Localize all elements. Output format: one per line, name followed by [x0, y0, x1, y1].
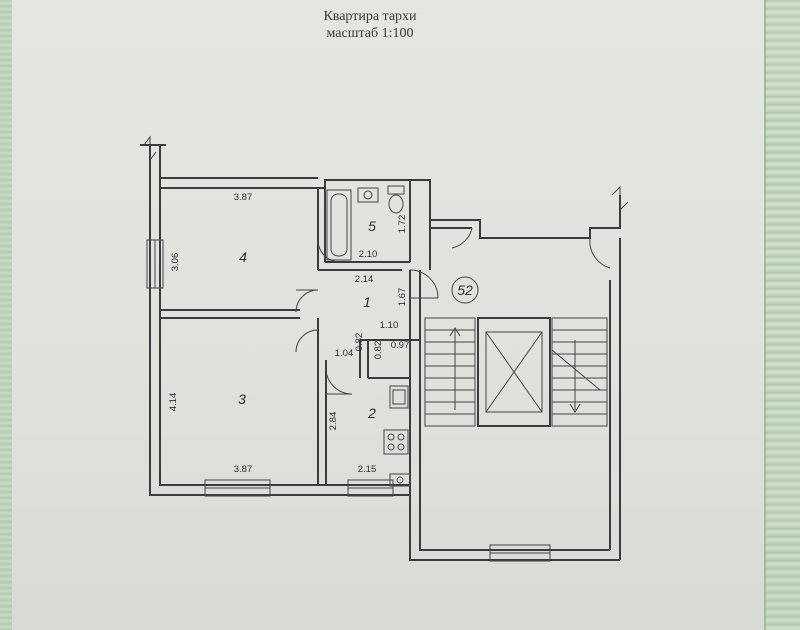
dim-hall-depth: 1.10 [380, 320, 399, 331]
stairs-right-flight [551, 317, 608, 427]
dim-kitchen-width: 2.15 [358, 464, 377, 475]
dim-corridor-c: 0.97 [391, 340, 410, 351]
kitchen-sink [389, 385, 409, 409]
apartment-outer-walls [140, 135, 431, 496]
dim-room4-height: 3.06 [170, 253, 181, 272]
dim-room5-width: 2.10 [359, 249, 378, 260]
room-3-number: 3 [238, 391, 246, 407]
plan-scale: масштаб 1:100 [326, 26, 414, 41]
window-room3 [204, 479, 271, 497]
stove [383, 429, 409, 455]
dim-corridor-width: 1.04 [335, 348, 354, 359]
right-ornamental-border [764, 0, 800, 630]
dim-room4-width: 3.87 [234, 192, 253, 203]
window-room4 [146, 239, 164, 289]
dim-corridor-a: 0.82 [354, 333, 365, 352]
room-1-number: 1 [363, 294, 371, 310]
apartment-number-circle [451, 276, 479, 304]
bathtub [326, 189, 352, 261]
plan-title: Квартира тархи [323, 9, 417, 24]
dim-kitchen-height: 2.84 [328, 412, 339, 431]
stairs-left-flight [424, 317, 476, 427]
room-5-number: 5 [368, 218, 376, 234]
elevator-shaft [477, 317, 551, 427]
apartment-number: 52 [457, 282, 473, 298]
interior-walls [160, 188, 420, 485]
dim-room5-height: 1.72 [397, 215, 408, 234]
sink [357, 187, 379, 203]
dim-hall-height: 1.67 [397, 288, 408, 307]
dim-room3-width: 3.87 [234, 464, 253, 475]
dim-corridor-b: 0.82 [373, 341, 384, 360]
door-arcs [295, 239, 439, 395]
room-2-number: 2 [367, 405, 376, 421]
toilet [387, 185, 405, 214]
window-kitchen [347, 479, 394, 497]
heater [389, 473, 411, 487]
stairwell-window [489, 544, 551, 562]
left-ornamental-border [0, 0, 12, 630]
staircase-walls [409, 185, 629, 561]
dim-room3-height: 4.14 [168, 393, 179, 412]
room-4-number: 4 [239, 249, 247, 265]
right-border-line [764, 0, 766, 630]
dim-hall-width: 2.14 [355, 274, 374, 285]
